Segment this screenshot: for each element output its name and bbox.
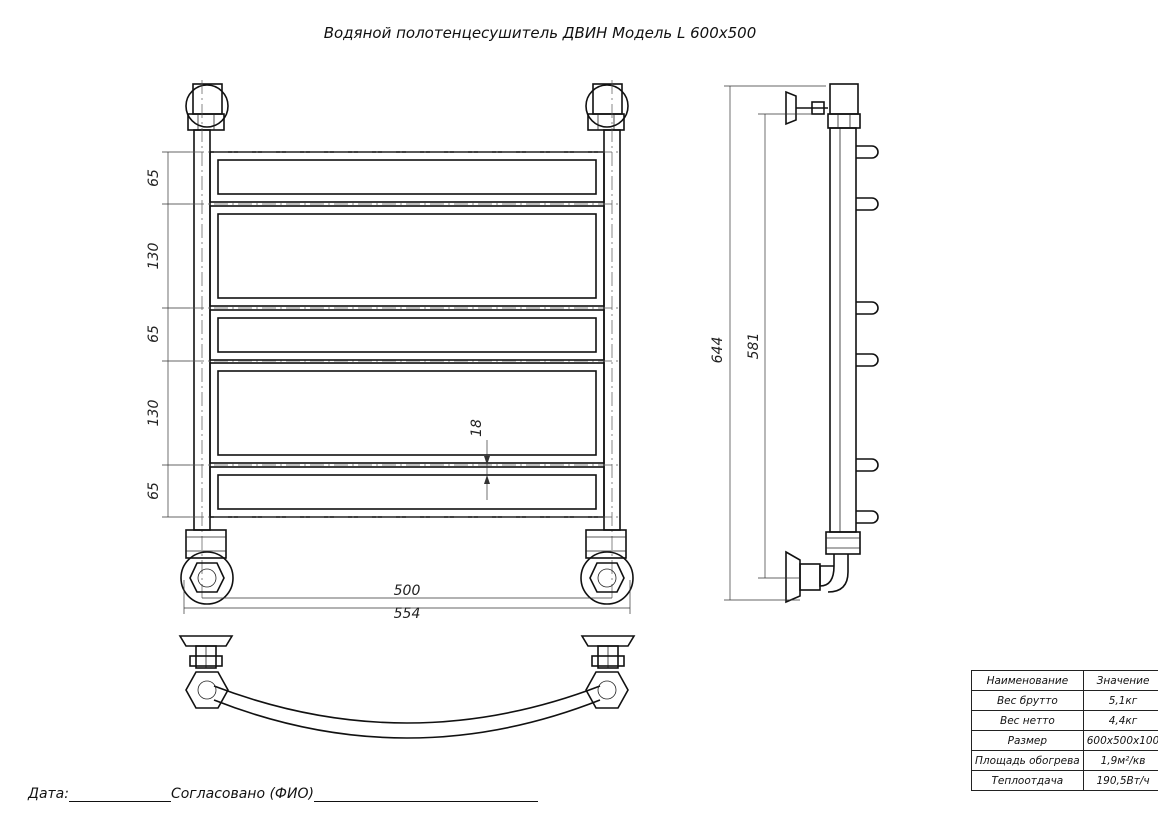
dim-554: 554 [394, 606, 421, 622]
spec-table: Наименование Значение Вес брутто 5,1кг В… [971, 670, 1158, 791]
table-row: Вес брутто 5,1кг [971, 690, 1158, 711]
dim-500: 500 [394, 583, 421, 599]
bottom-left-fitting [180, 529, 234, 605]
front-view: 65 130 65 130 65 18 500 554 [146, 80, 634, 622]
top-view [178, 635, 636, 739]
spec-name: Теплоотдача [971, 770, 1084, 791]
drawing-title: Водяной полотенцесушитель ДВИН Модель L … [324, 24, 757, 42]
agreed-field [313, 787, 538, 802]
table-row: Площадь обогрева 1,9м²/кв [971, 750, 1158, 771]
top-view-right-valve [580, 635, 636, 709]
top-right-fitting [585, 83, 629, 131]
side-view: 644 581 [710, 83, 879, 604]
spec-header-name: Наименование [971, 670, 1084, 691]
date-label: Дата: [28, 786, 69, 802]
dim-130-upper: 130 [146, 243, 162, 270]
spec-table-header: Наименование Значение [971, 670, 1158, 691]
date-field [68, 787, 171, 802]
top-left-fitting [185, 83, 229, 131]
spec-value: 190,5Вт/ч [1082, 770, 1158, 791]
agreed-label: Согласовано (ФИО) [170, 786, 314, 802]
top-view-left-valve [178, 635, 234, 709]
tube-dimension: 18 [469, 419, 490, 500]
vertical-dimension-chain: 65 130 65 130 65 [146, 151, 190, 518]
table-row: Теплоотдача 190,5Вт/ч [971, 770, 1158, 791]
spec-value: 600x500x100 [1082, 730, 1158, 751]
dim-65-middle: 65 [146, 325, 162, 343]
rungs [190, 151, 620, 518]
spec-value: 4,4кг [1082, 710, 1158, 731]
dim-581: 581 [746, 333, 762, 360]
spec-name: Вес брутто [971, 690, 1084, 711]
horizontal-dimensions: 500 554 [183, 580, 631, 622]
dim-644: 644 [710, 337, 726, 364]
dim-18: 18 [469, 419, 485, 437]
spec-value: 5,1кг [1082, 690, 1158, 711]
dim-65-top: 65 [146, 169, 162, 187]
table-row: Вес нетто 4,4кг [971, 710, 1158, 731]
dim-65-bottom: 65 [146, 482, 162, 500]
dim-130-lower: 130 [146, 400, 162, 427]
spec-value: 1,9м²/кв [1082, 750, 1158, 771]
spec-name: Вес нетто [971, 710, 1084, 731]
signature-line: Дата: Согласовано (ФИО) [28, 786, 538, 802]
spec-name: Площадь обогрева [971, 750, 1084, 771]
spec-header-value: Значение [1082, 670, 1158, 691]
spec-name: Размер [971, 730, 1084, 751]
table-row: Размер 600x500x100 [971, 730, 1158, 751]
bottom-right-fitting [580, 529, 634, 605]
side-rails [856, 145, 879, 524]
